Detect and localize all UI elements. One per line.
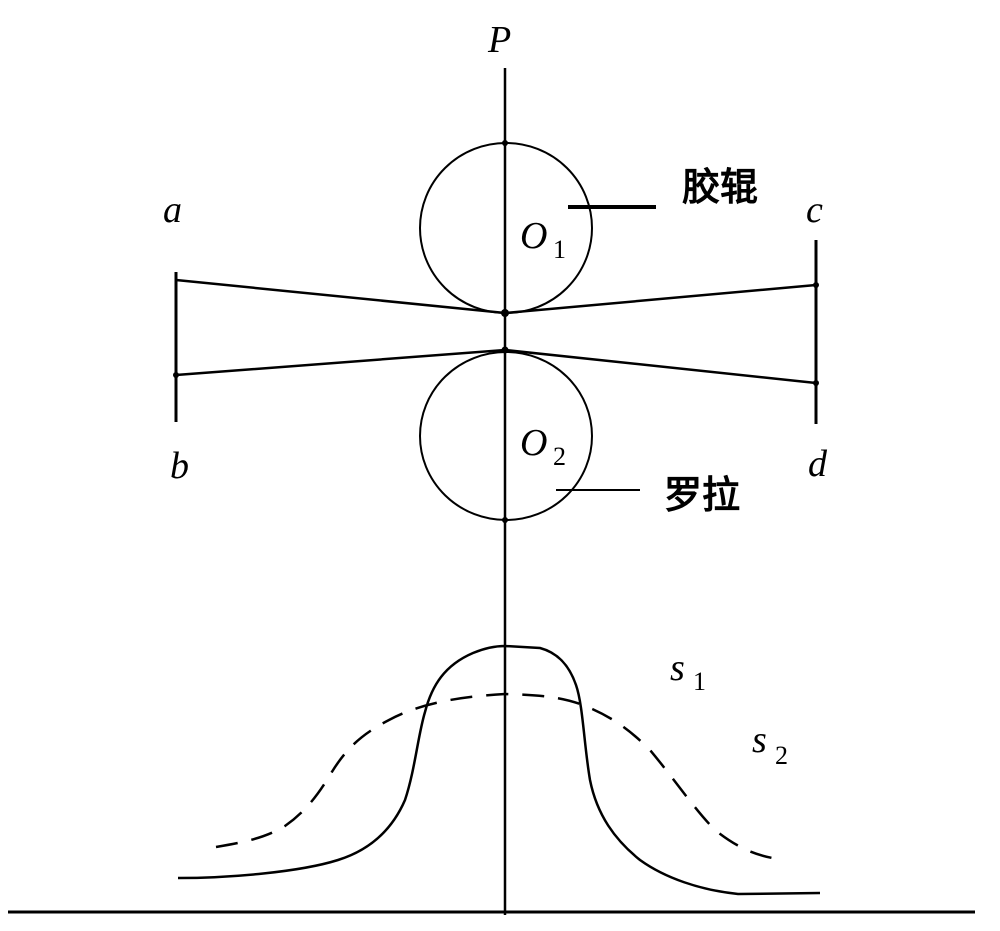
label-o1-sub: 1 <box>553 235 566 264</box>
label-d: d <box>808 443 828 485</box>
label-o1: O <box>520 215 547 257</box>
label-s1: s <box>670 647 685 689</box>
upper-strand-line <box>175 278 817 315</box>
label-b: b <box>170 445 189 487</box>
curve-s1 <box>177 644 821 896</box>
label-c: c <box>806 189 823 231</box>
lower-strand-line <box>175 348 817 385</box>
top-roller-label: 罗拉 <box>664 473 740 517</box>
axis-label-p: P <box>487 19 511 61</box>
label-o2-sub: 2 <box>553 442 566 471</box>
label-o2: O <box>520 422 547 464</box>
label-s2-sub: 2 <box>775 741 788 770</box>
curve-s2 <box>215 692 786 862</box>
contact-points <box>173 140 819 523</box>
label-s2: s <box>752 719 767 761</box>
rubber-roller-label: 胶辊 <box>682 165 758 209</box>
label-s1-sub: 1 <box>693 667 706 696</box>
label-a: a <box>163 189 182 231</box>
